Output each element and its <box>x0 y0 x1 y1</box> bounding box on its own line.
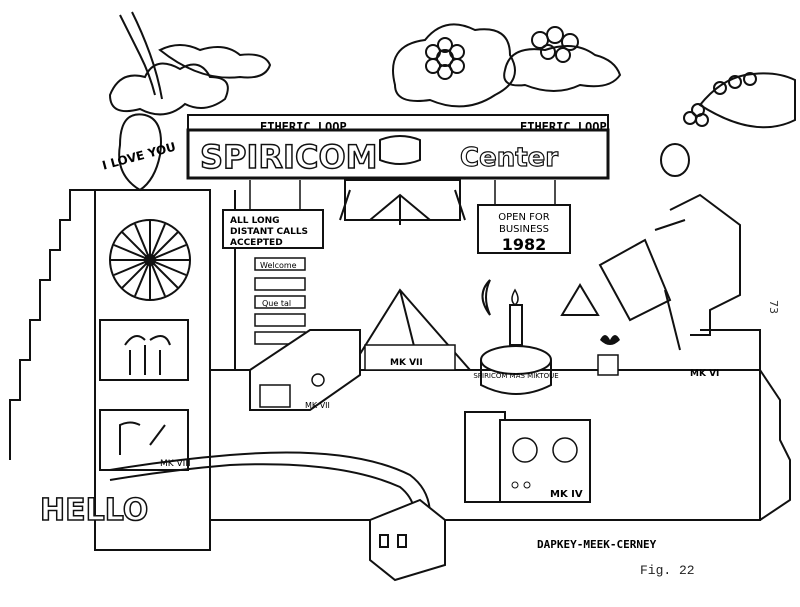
signboards-left: ALL LONG DISTANT CALLS ACCEPTED Welcome … <box>222 180 324 345</box>
open-line-2: BUSINESS <box>499 224 549 235</box>
calls-line-1: ALL LONG <box>230 216 280 226</box>
scope-tower <box>598 193 741 351</box>
welcome-board: Welcome <box>260 261 297 270</box>
mk7-left-label: MK VII <box>305 401 330 410</box>
open-line-1: OPEN FOR <box>498 212 550 223</box>
balloon-text: I LOVE YOU <box>101 140 178 173</box>
plant-window <box>99 319 189 381</box>
cake-label: SPIRICOM MAS MIKTOUE <box>473 372 558 380</box>
pyramid: MK VII <box>348 288 473 371</box>
page-number: 73 <box>767 300 780 314</box>
mk8-label: MK VIII <box>160 459 191 469</box>
light-cage <box>339 179 466 225</box>
mk7-machine: MK VII <box>249 329 361 411</box>
calls-line-3: ACCEPTED <box>230 238 283 248</box>
year-label: 1982 <box>502 235 547 254</box>
mk8-window: MK VIII <box>99 409 191 471</box>
center-title: Center <box>460 143 558 173</box>
butterfly-box: MK VI <box>597 335 719 379</box>
mk4-machine: MK IV <box>464 411 591 503</box>
cloud-flower <box>392 23 516 108</box>
mk7-pyramid-label: MK VII <box>390 358 423 368</box>
etheric-loop-sign: ETHERIC LOOP ETHERIC LOOP SPIRICOM Cente… <box>186 114 610 180</box>
open-board: OPEN FOR BUSINESS 1982 <box>477 180 571 254</box>
cloud-left <box>108 44 272 116</box>
lamp-icon <box>379 135 421 165</box>
calls-line-2: DISTANT CALLS <box>230 227 308 237</box>
cloud-bubbles <box>503 26 622 92</box>
squiggle-pipe <box>119 11 163 100</box>
figure-caption: Fig. 22 <box>640 563 695 578</box>
love-balloon: I LOVE YOU <box>101 113 178 192</box>
moon-prism <box>481 279 600 316</box>
cloud-right <box>660 72 796 177</box>
candle-cake: SPIRICOM MAS MIKTOUE <box>473 288 559 395</box>
quetal-board: Que tal <box>262 299 291 308</box>
spiricom-title: SPIRICOM <box>200 138 377 176</box>
building-structure <box>9 189 791 551</box>
cable-plug <box>109 451 446 582</box>
mk4-label: MK IV <box>550 489 583 500</box>
hello-text: HELLO <box>40 493 148 528</box>
spoked-wheel <box>109 219 191 301</box>
mk6-label: MK VI <box>690 369 719 379</box>
credit-text: DAPKEY-MEEK-CERNEY <box>537 538 657 551</box>
